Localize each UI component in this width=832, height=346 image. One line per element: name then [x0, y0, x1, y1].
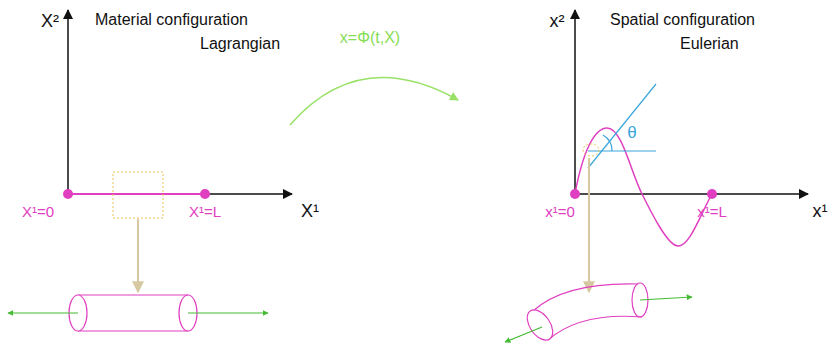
- heading: Eulerian: [680, 36, 739, 52]
- deformed-element-marker: [583, 144, 599, 292]
- axis-label: x¹: [813, 202, 828, 220]
- endpoint-label: x¹=L: [697, 204, 727, 219]
- endpoint-label: x¹=0: [545, 204, 575, 219]
- endpoint-label: X¹=0: [22, 204, 54, 219]
- traction-arrows: [8, 312, 268, 313]
- endpoint-label: X¹=L: [189, 204, 221, 219]
- axis-label: X¹: [301, 202, 319, 220]
- axis-label: x²: [550, 12, 565, 30]
- traction-arrows: [505, 297, 692, 342]
- axis-label: X²: [41, 12, 59, 30]
- tangent-angle: [588, 84, 656, 168]
- material-rod: [63, 172, 210, 292]
- heading: Material configuration: [95, 12, 248, 28]
- deformed-rod: [570, 128, 717, 246]
- mapping-arrow: [290, 78, 458, 125]
- heading: Spatial configuration: [610, 12, 755, 28]
- curved-element: [522, 283, 648, 345]
- material-axes: [68, 10, 292, 194]
- spatial-axes: [575, 10, 808, 194]
- mapping-label: x=Φ(t,X): [340, 30, 400, 46]
- straight-element: [69, 295, 197, 331]
- heading: Lagrangian: [200, 36, 280, 52]
- angle-label: θ: [627, 124, 636, 141]
